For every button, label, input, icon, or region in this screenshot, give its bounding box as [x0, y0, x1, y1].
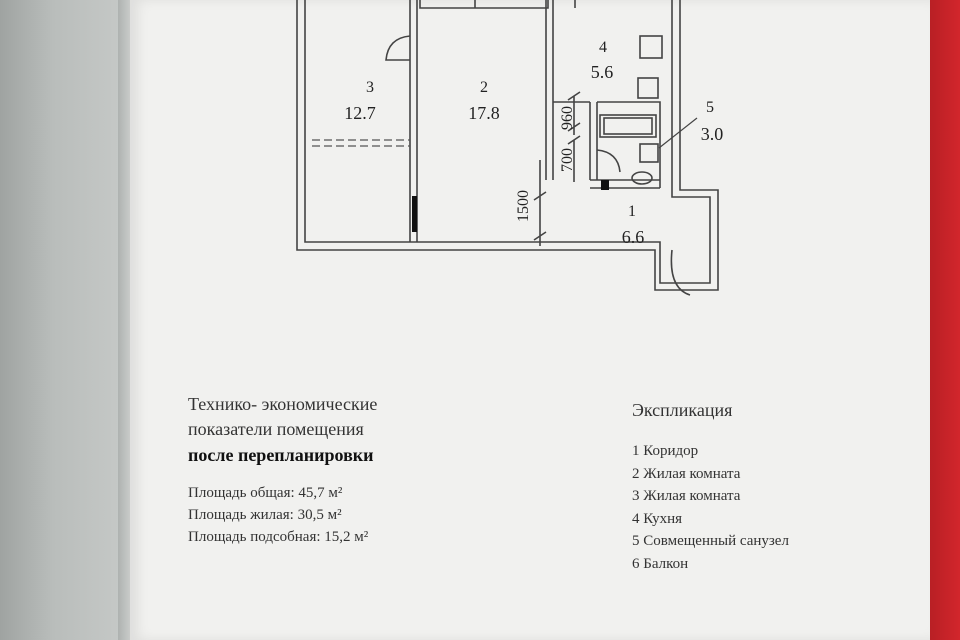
area-auxiliary: Площадь подсобная: 15,2 м² — [188, 529, 369, 545]
partition-wall-2-1 — [545, 0, 554, 180]
floor-plan: 3 12.7 2 17.8 4 5.6 5 3.0 1 6.6 960 700 … — [296, 0, 724, 296]
room-area: 12.7 — [344, 103, 376, 123]
outer-wall-inner — [304, 0, 711, 284]
room-number: 2 — [480, 79, 488, 96]
desk-background-left — [0, 0, 132, 640]
kitchen-sink-icon — [637, 77, 659, 99]
top-wall — [419, 0, 576, 9]
explication-item: 4 Кухня — [632, 510, 683, 527]
room-area: 17.8 — [468, 103, 500, 123]
kitchen-wall — [553, 101, 661, 189]
outer-wall — [296, 0, 719, 291]
indicators-title: показатели помещения — [188, 419, 364, 439]
room-number: 4 — [599, 39, 607, 56]
room-area: 5.6 — [591, 62, 614, 82]
stove-icon — [639, 35, 663, 59]
door-arc-bathroom — [596, 149, 621, 173]
wall-column — [412, 196, 417, 232]
bathtub-icon — [599, 114, 657, 138]
area-total: Площадь общая: 45,7 м² — [188, 485, 343, 501]
area-living: Площадь жилая: 30,5 м² — [188, 507, 342, 523]
room-number: 1 — [628, 203, 636, 220]
dimension-label: 1500 — [515, 190, 532, 222]
room-area: 3.0 — [701, 124, 724, 144]
technical-indicators: Технико- экономические показатели помеще… — [188, 392, 377, 548]
dimension-line-1500 — [533, 160, 547, 246]
explication-item: 1 Коридор — [632, 443, 699, 459]
dimension-label: 960 — [559, 106, 576, 130]
room-number: 3 — [366, 79, 374, 96]
room-number: 5 — [706, 99, 714, 116]
dimension-line-960 — [567, 91, 581, 135]
door-arc-room-3 — [385, 35, 411, 61]
leader-line — [658, 117, 698, 149]
explication-title: Экспликация — [632, 400, 733, 420]
explication-item: 3 Жилая комната — [632, 488, 741, 504]
explication-item: 5 Совмещенный санузел — [632, 533, 789, 549]
explication: Экспликация 1 Коридор 2 Жилая комната 3 … — [632, 398, 789, 575]
dimension-line-700 — [567, 135, 581, 182]
toilet-icon — [631, 171, 653, 185]
room-area: 6.6 — [622, 227, 645, 247]
door-arc-balcony — [670, 249, 691, 296]
document-sheet — [130, 0, 930, 640]
dimension-label: 700 — [559, 148, 576, 172]
washbasin-icon — [639, 143, 659, 163]
explication-item: 2 Жилая комната — [632, 465, 741, 482]
indicators-subtitle: после перепланировки — [188, 445, 374, 465]
indicators-title: Технико- экономические — [188, 394, 378, 414]
area-list: Площадь общая: 45,7 м² Площадь жилая: 30… — [188, 482, 377, 548]
explication-item: 6 Балкон — [632, 555, 689, 572]
